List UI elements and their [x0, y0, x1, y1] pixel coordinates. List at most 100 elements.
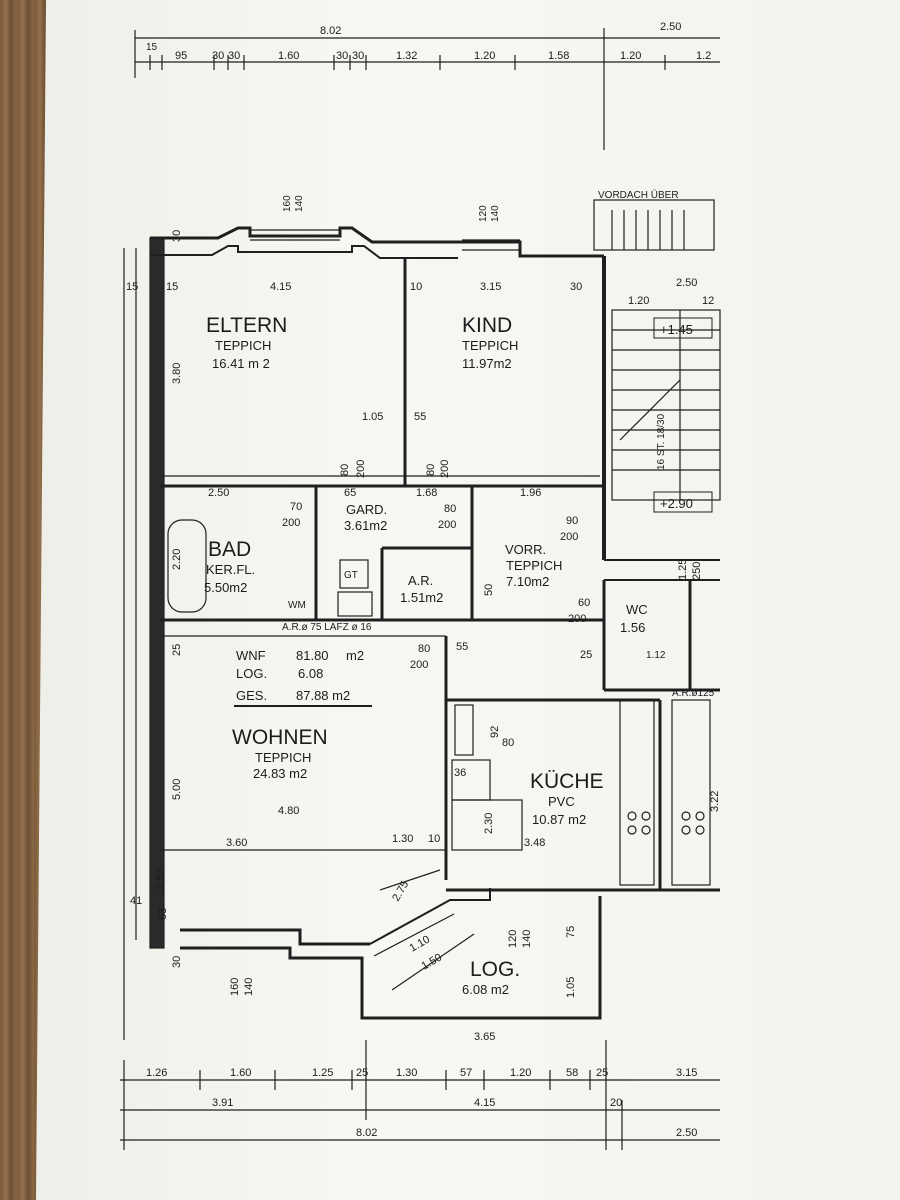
top-seg-dim: 1.20	[474, 50, 495, 62]
dim: 1.50	[420, 951, 445, 972]
dim: 2.50	[208, 487, 229, 499]
room-name-vorr: VORR.	[505, 542, 546, 557]
dim: 80	[444, 503, 456, 515]
dim: 200	[560, 531, 578, 543]
window-dim: 120	[478, 205, 489, 222]
ar-lafz-label: A.R.ø 75 LAFZ ø 16	[282, 622, 372, 633]
dim: 25	[171, 644, 183, 656]
top-seg-dim: 1.20	[620, 50, 641, 62]
log-value: 6.08	[298, 666, 323, 681]
dim: 75	[565, 926, 577, 938]
dim: 1.20	[628, 295, 649, 307]
dim: 200	[439, 460, 451, 478]
top-seg-dim: 1.58	[548, 50, 569, 62]
dim: 250	[691, 562, 703, 580]
level-145: +1.45	[660, 322, 693, 337]
top-seg-dim: 30	[212, 50, 224, 62]
dim: 140	[521, 930, 533, 948]
dim: 1.96	[520, 487, 541, 499]
dim: 80	[418, 643, 430, 655]
dim: 3.48	[524, 837, 545, 849]
bottom-dim: 57	[460, 1067, 472, 1079]
dim: 2.30	[483, 813, 495, 834]
level-290: +2.90	[660, 496, 693, 511]
bottom-dim: 1.25	[312, 1067, 333, 1079]
dim: 30	[171, 956, 183, 968]
dim: 55	[456, 641, 468, 653]
dim: 1.05	[565, 977, 577, 998]
room-name-log: LOG.	[470, 958, 520, 981]
west-wall	[149, 237, 165, 949]
bottom-dimensions: 1.26 1.60 1.25 25 1.30 57 1.20 58 25 3.1…	[146, 1067, 697, 1139]
window-dim: 140	[490, 205, 501, 222]
wc-small-dim: 1.12	[646, 650, 666, 661]
bottom-dim: 2.50	[676, 1127, 697, 1139]
dim: 5.00	[171, 779, 183, 800]
dim: 65	[344, 487, 356, 499]
bottom-dim: 25	[596, 1067, 608, 1079]
gt-label: GT	[344, 570, 358, 581]
dim: 2.52	[155, 869, 167, 890]
window-dim: 160	[282, 195, 293, 212]
top-seg-dim: 30	[352, 50, 364, 62]
wnf-label: WNF	[236, 648, 266, 663]
dim: 80	[425, 464, 437, 476]
window-dim: 140	[294, 195, 305, 212]
room-area-bad: 5.50m2	[204, 580, 247, 595]
room-area-ar: 1.51m2	[400, 590, 443, 605]
dim: 3.80	[171, 363, 183, 384]
dim: 3.60	[226, 837, 247, 849]
dim: 12	[702, 295, 714, 307]
dim: 10	[410, 281, 422, 293]
room-area-log: 6.08 m2	[462, 982, 509, 997]
top-seg-dim: 1.60	[278, 50, 299, 62]
dim: 2.20	[171, 549, 183, 570]
top-seg-dim: 95	[175, 50, 187, 62]
top-seg-dim: 1.32	[396, 50, 417, 62]
dim: 120	[507, 930, 519, 948]
dim: 90	[566, 515, 578, 527]
dim: 80	[502, 737, 514, 749]
dim: 1.05	[362, 411, 383, 423]
dim: 1.30	[392, 833, 413, 845]
plan-linework	[120, 28, 721, 1150]
room-name-bad: BAD	[208, 538, 251, 561]
ges-value: 87.88 m2	[296, 688, 350, 703]
canopy-label: VORDACH ÜBER	[598, 189, 679, 201]
bottom-dim: 1.30	[396, 1067, 417, 1079]
bottom-dim: 20	[610, 1097, 622, 1109]
dim: 1.68	[416, 487, 437, 499]
room-area-vorr: 7.10m2	[506, 574, 549, 589]
room-floor-bad: KER.FL.	[206, 562, 255, 577]
room-area-kueche: 10.87 m2	[532, 812, 586, 827]
wnf-unit: m2	[346, 648, 364, 663]
dim: 55	[414, 411, 426, 423]
bottom-dim: 4.15	[474, 1097, 495, 1109]
room-name-gard: GARD.	[346, 502, 387, 517]
log-label: LOG.	[236, 666, 267, 681]
room-area-gard: 3.61m2	[344, 518, 387, 533]
ges-label: GES.	[236, 688, 267, 703]
dim: 70	[290, 501, 302, 513]
dim: 63	[157, 908, 169, 920]
room-area-eltern: 16.41 m 2	[212, 356, 270, 371]
dim: 160	[229, 978, 241, 996]
dim: 200	[355, 460, 367, 478]
dim: 60	[578, 597, 590, 609]
dim: 3.22	[709, 791, 721, 812]
dim: 41	[130, 895, 142, 907]
room-area-wc: 1.56	[620, 620, 645, 635]
room-area-kind: 11.97m2	[462, 356, 512, 371]
room-name-wohnen: WOHNEN	[232, 726, 328, 749]
dim: 200	[410, 659, 428, 671]
top-seg-dim: 30	[336, 50, 348, 62]
top-total-dimension: 8.02	[320, 25, 341, 37]
paper-sheet	[36, 0, 900, 1200]
dim: 3.15	[480, 281, 501, 293]
dim: 4.80	[278, 805, 299, 817]
dim: 2.75	[390, 879, 411, 904]
top-seg-dim: 30	[228, 50, 240, 62]
room-name-ar: A.R.	[408, 573, 433, 588]
dim: 200	[282, 517, 300, 529]
dim: 50	[483, 584, 495, 596]
